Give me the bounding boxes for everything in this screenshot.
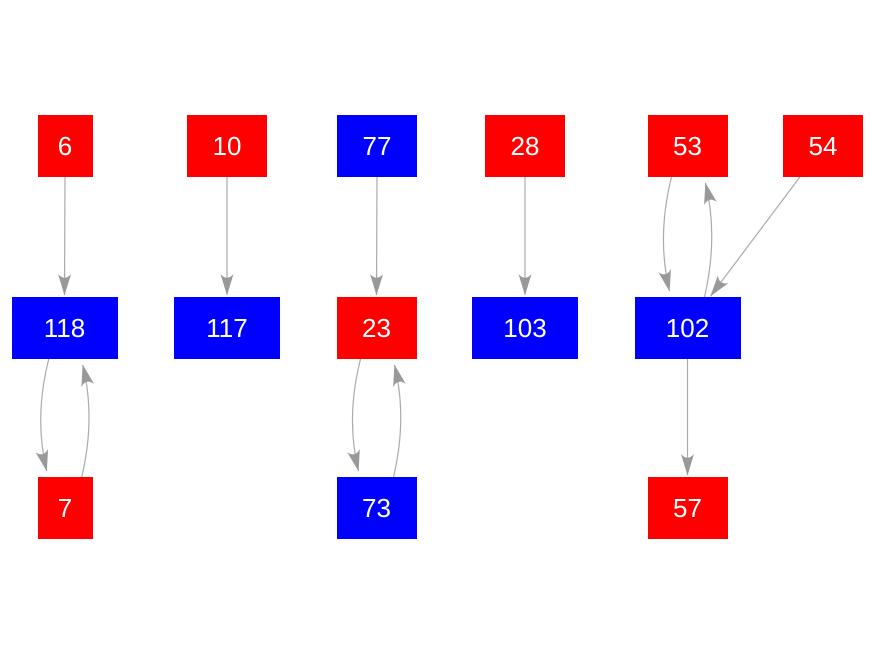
edge-102-to-53 <box>703 182 717 298</box>
graph-node-28[interactable]: 28 <box>485 115 565 177</box>
edge-73-to-23 <box>392 364 406 478</box>
graph-node-10[interactable]: 10 <box>187 115 267 177</box>
graph-node-23[interactable]: 23 <box>336 297 417 359</box>
edge-118-to-7 <box>35 358 50 472</box>
graph-node-54[interactable]: 54 <box>783 115 863 177</box>
graph-node-73[interactable]: 73 <box>336 477 417 539</box>
graph-node-53[interactable]: 53 <box>647 115 728 177</box>
edge-54-to-102 <box>710 176 801 297</box>
graph-node-103[interactable]: 103 <box>472 297 578 359</box>
edge-53-to-102 <box>658 176 673 292</box>
edge-6-to-118 <box>58 176 72 296</box>
edge-7-to-118 <box>81 364 95 478</box>
edge-23-to-73 <box>347 358 362 472</box>
graph-node-117[interactable]: 117 <box>174 297 280 359</box>
graph-node-6[interactable]: 6 <box>37 115 93 177</box>
graph-node-57[interactable]: 57 <box>647 477 728 539</box>
edge-77-to-23 <box>370 176 384 296</box>
graph-node-7[interactable]: 7 <box>37 477 93 539</box>
graph-node-77[interactable]: 77 <box>337 115 417 177</box>
graph-node-118[interactable]: 118 <box>11 297 118 359</box>
graph-node-102[interactable]: 102 <box>634 297 741 359</box>
